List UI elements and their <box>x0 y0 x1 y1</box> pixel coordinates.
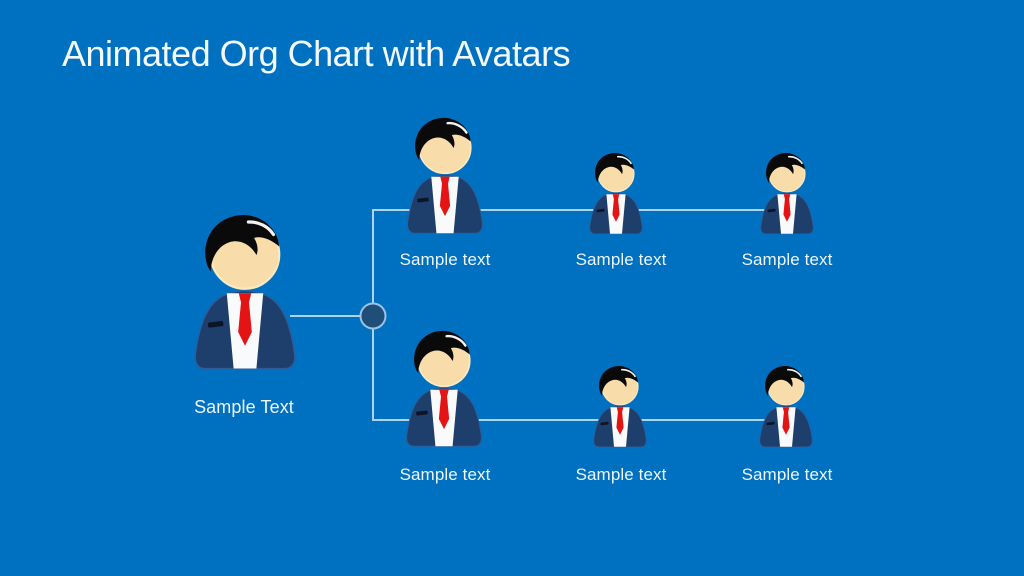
businessman-avatar-icon <box>586 151 646 235</box>
node-label-bottom-report-1: Sample text <box>575 465 667 484</box>
node-label-top-manager: Sample text <box>399 250 491 269</box>
node-label-top-report-2: Sample text <box>741 250 833 269</box>
businessman-avatar-icon <box>402 115 488 235</box>
node-label-top-report-1: Sample text <box>575 250 667 269</box>
slide-title: Animated Org Chart with Avatars <box>62 33 571 74</box>
node-label-root: Sample Text <box>194 397 294 417</box>
node-label-bottom-manager: Sample text <box>399 465 491 484</box>
node-label-bottom-report-2: Sample text <box>741 465 833 484</box>
businessman-avatar-icon <box>188 211 302 371</box>
junction-node <box>359 302 387 330</box>
businessman-avatar-icon <box>590 364 650 448</box>
businessman-avatar-icon <box>756 364 816 448</box>
businessman-avatar-icon <box>757 151 817 235</box>
businessman-avatar-icon <box>401 328 487 448</box>
